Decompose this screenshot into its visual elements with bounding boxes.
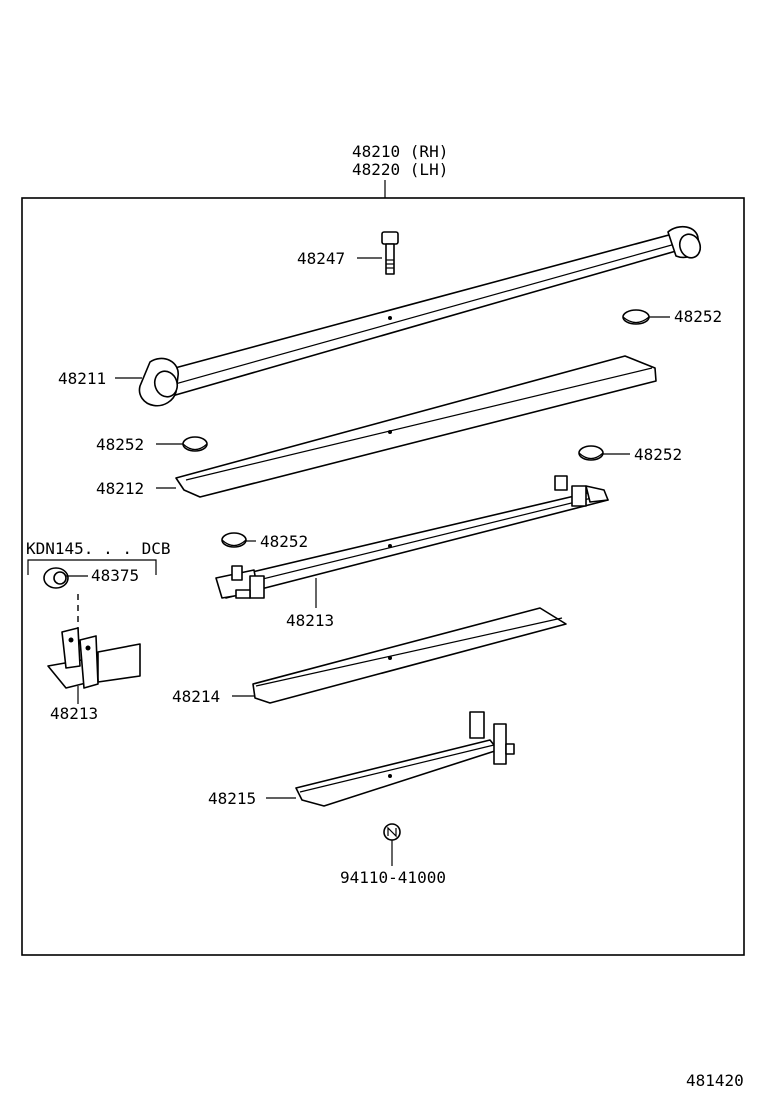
inset-condition-label: KDN145. . . DCB: [26, 539, 171, 558]
assembly-label-lh: 48220 (LH): [352, 160, 448, 179]
callout-bolt: 48247: [297, 249, 345, 268]
callout-inset-clip-leaf: 48213: [50, 704, 98, 723]
leaf-5: 48215: [208, 711, 515, 808]
callout-leaf-5: 48215: [208, 789, 256, 808]
center-bolt: 48247: [297, 231, 399, 275]
callout-leaf-3: 48213: [286, 611, 334, 630]
leaf-4: 48214: [172, 607, 567, 706]
leaf-3: 48213: [215, 475, 609, 630]
callout-main-leaf: 48211: [58, 369, 106, 388]
inset-detail: KDN145. . . DCB 48375 48213: [26, 539, 171, 723]
callout-bumper-top-right: 48252: [674, 307, 722, 326]
center-nut: 94110-41000: [340, 823, 446, 887]
callout-bumper-mid: 48252: [260, 532, 308, 551]
assembly-header: 48210 (RH) 48220 (LH): [352, 142, 448, 198]
bumper-mid: 48252: [221, 532, 308, 551]
main-leaf: 48211: [58, 225, 702, 407]
bumper-right: 48252: [578, 445, 682, 464]
callout-inset-bushing: 48375: [91, 566, 139, 585]
assembly-frame: [21, 197, 745, 956]
callout-leaf-4: 48214: [172, 687, 220, 706]
assembly-label-rh: 48210 (RH): [352, 142, 448, 161]
inset-bracket: [27, 559, 157, 575]
callout-nut: 94110-41000: [340, 868, 446, 887]
callout-bumper-left: 48252: [96, 435, 144, 454]
callout-leaf-2: 48212: [96, 479, 144, 498]
bumper-left: 48252: [96, 435, 208, 454]
bumper-top-right: 48252: [622, 307, 722, 326]
callout-bumper-right: 48252: [634, 445, 682, 464]
leaf-2: 48212: [96, 355, 657, 498]
figure-number: 481420: [686, 1071, 744, 1090]
